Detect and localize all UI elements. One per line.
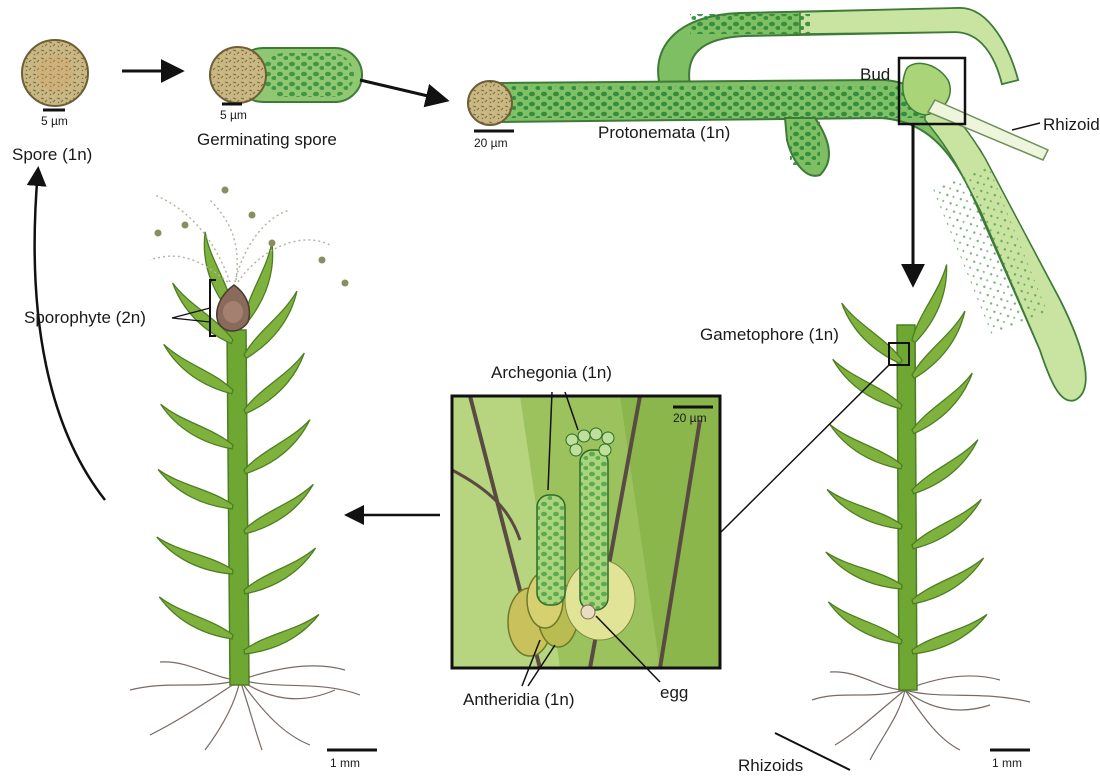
reproductive-organs-inset [452,396,720,668]
sporophyte-label: Sporophyte (2n) [24,308,146,328]
arrow-sporophyte-to-spore [35,170,105,500]
spore-label: Spore (1n) [12,145,92,165]
protonema-scale-label: 20 µm [474,136,508,150]
egg-label: egg [660,683,688,703]
inset-scale-label: 20 µm [673,411,707,425]
archegonia-label: Archegonia (1n) [491,363,612,383]
rhizoids-label: Rhizoids [738,756,803,776]
antheridia-label: Antheridia (1n) [463,690,575,710]
sporophyte-plant-icon [130,187,360,751]
spore-icon [22,40,88,106]
gametophore-plant-icon [812,265,1030,760]
germinating-scale-label: 5 µm [220,108,247,122]
bud-label: Bud [860,65,890,85]
rhizoid-pointer [1012,123,1040,130]
protonemata-label: Protonemata (1n) [598,123,730,143]
gametophore-label: Gametophore (1n) [700,325,839,345]
germinating-spore-icon [210,47,362,103]
arrow-germinating-to-protonemata [360,80,445,100]
germinating-spore-label: Germinating spore [197,130,337,150]
spore-scale-label: 5 µm [41,114,68,128]
sporophyte-scale-label: 1 mm [330,756,360,770]
gametophore-scale-label: 1 mm [992,756,1022,770]
rhizoid-label: Rhizoid [1043,115,1100,135]
